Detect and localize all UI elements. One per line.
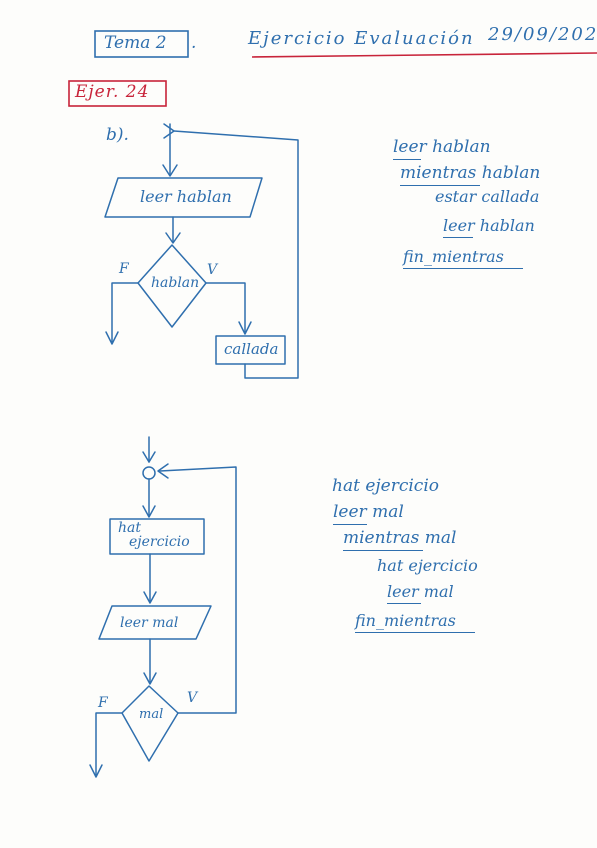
- fc1-process-text: callada: [224, 340, 279, 358]
- fc1-true-branch: [205, 282, 246, 334]
- fc2-false-branch: [95, 712, 123, 777]
- fc1-false-branch: [111, 282, 139, 344]
- pseudo2-keyword-underline-6: [355, 632, 475, 633]
- fc2-loop-back: [159, 466, 237, 714]
- pseudo2-line4: hat ejercicio: [377, 556, 478, 575]
- fc2-condition-text: mal: [139, 707, 164, 722]
- pseudo2-line6: fin_mientras: [355, 611, 456, 630]
- pseudo2-keyword-underline-3: [343, 550, 423, 551]
- exercise-label: Ejer. 24: [75, 82, 150, 102]
- fc2-true-label: V: [187, 690, 198, 706]
- pseudo2-keyword-underline-5: [387, 603, 421, 604]
- page-title: Ejercicio Evaluación: [248, 28, 475, 49]
- fc2-decision-shape: [121, 685, 179, 762]
- fc1-process-shape: [215, 335, 286, 365]
- fc2-process-text-2: ejercicio: [129, 534, 190, 550]
- pseudo1-line2: mientras hablan: [400, 163, 541, 183]
- pseudo1-line4: leer hablan: [443, 216, 535, 235]
- tema-box: [94, 30, 189, 58]
- fc1-input-shape: [104, 177, 263, 218]
- pseudo1-line5: fin_mientras: [403, 247, 504, 266]
- date-text: 29/09/202: [488, 24, 597, 45]
- fc2-loop-arrow: [157, 463, 169, 479]
- fc1-input-text: leer hablan: [140, 187, 232, 206]
- pseudo2-line5: leer mal: [387, 582, 454, 601]
- pseudo1-line1: leer hablan: [393, 137, 491, 157]
- fc2-process-shape: [109, 518, 205, 555]
- pseudo2-line1: hat ejercicio: [332, 476, 439, 496]
- pseudo1-keyword-underline-1: [393, 159, 421, 160]
- pseudo2-keyword-underline-2: [333, 524, 367, 525]
- pseudo2-line2: leer mal: [333, 502, 404, 522]
- fc1-true-label: V: [207, 262, 218, 278]
- fc1-false-label: F: [119, 261, 129, 277]
- fc2-input-text: leer mal: [120, 615, 179, 631]
- fc2-merge-node: [142, 466, 156, 480]
- fc1-entry-arrow: [162, 164, 178, 177]
- fc1-decision-arrow: [165, 232, 181, 244]
- pseudo1-keyword-underline-5: [403, 268, 523, 269]
- pseudo2-line3: mientras mal: [343, 528, 457, 548]
- fc2-process-text-1: hat: [118, 520, 141, 536]
- pseudo1-keyword-underline-2: [400, 185, 480, 186]
- fc2-input-shape: [98, 605, 212, 640]
- tema-label: Tema 2: [104, 33, 167, 53]
- ejer-box: [68, 80, 167, 107]
- fc1-condition-text: hablan: [151, 275, 200, 291]
- fc1-decision-shape: [137, 244, 207, 328]
- tema-dot: .: [191, 33, 197, 53]
- section-label: b).: [106, 125, 129, 145]
- pseudo1-keyword-underline-4: [443, 237, 473, 238]
- title-underline: [251, 52, 597, 58]
- fc1-loop-back: [173, 130, 299, 379]
- fc2-false-label: F: [98, 695, 108, 711]
- pseudo1-line3: estar callada: [435, 187, 540, 206]
